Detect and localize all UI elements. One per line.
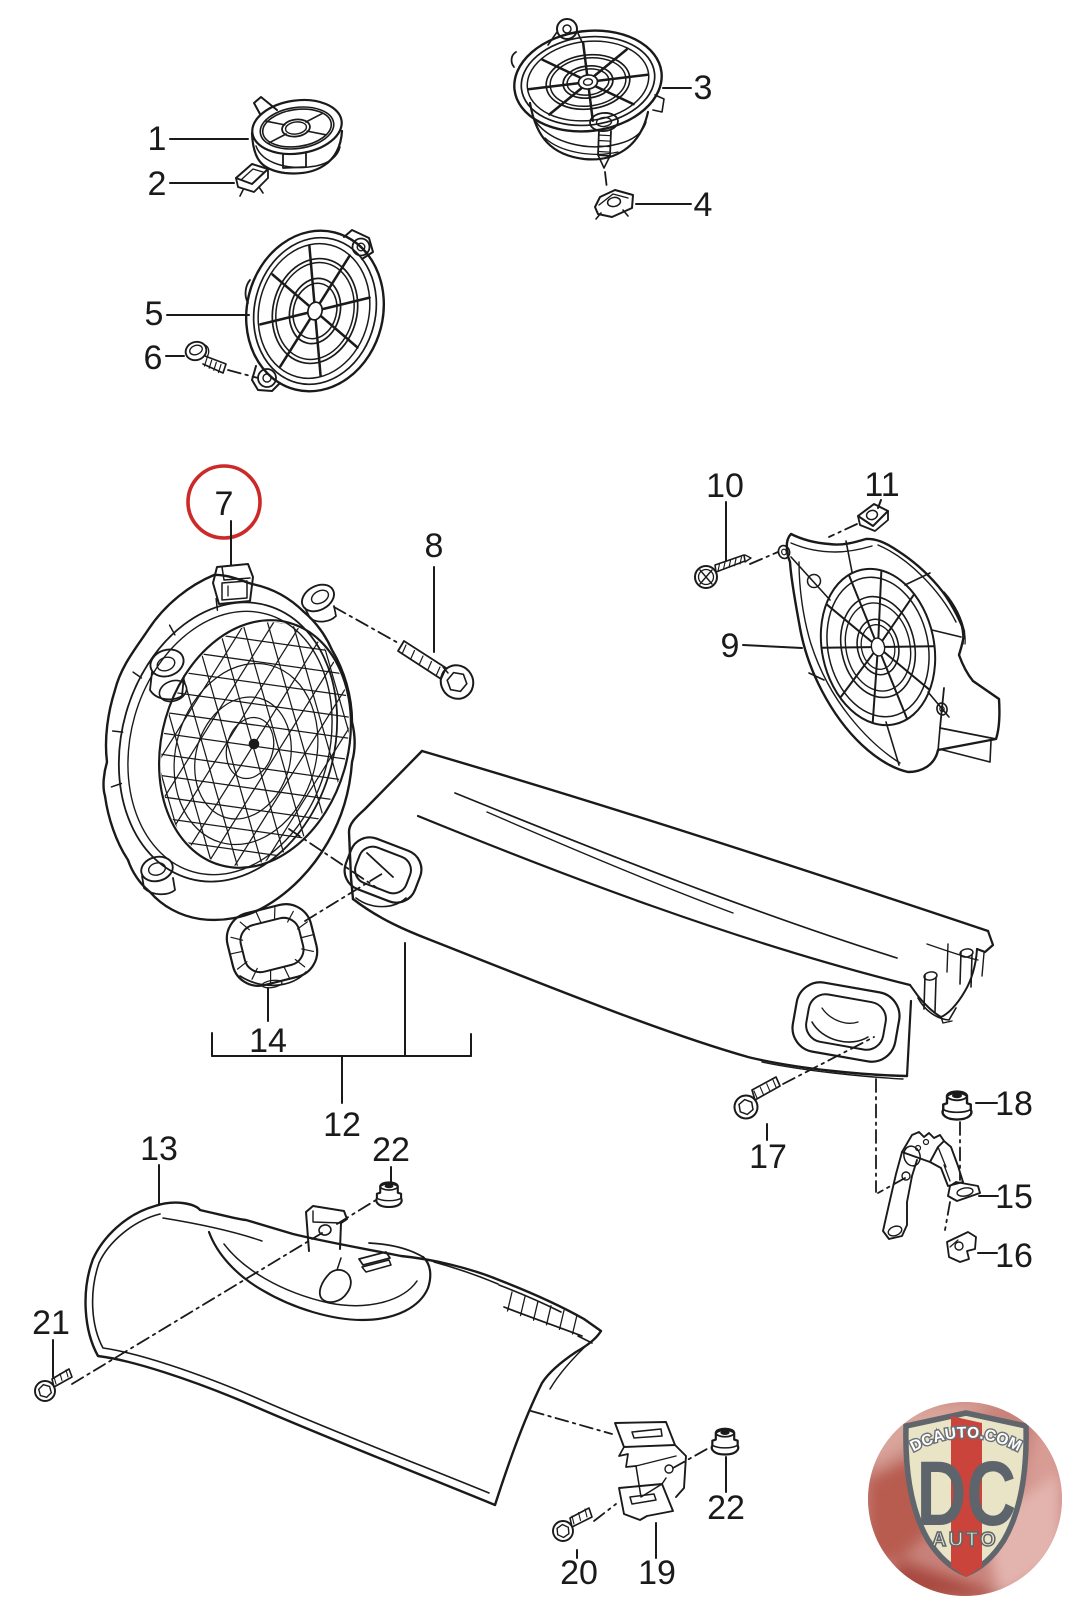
svg-text:22: 22	[372, 1131, 410, 1169]
svg-text:8: 8	[425, 527, 444, 565]
svg-text:2: 2	[148, 165, 167, 203]
svg-text:19: 19	[638, 1554, 676, 1592]
svg-text:9: 9	[721, 627, 740, 665]
svg-text:7: 7	[215, 485, 234, 523]
svg-text:11: 11	[864, 466, 899, 504]
svg-text:21: 21	[32, 1304, 70, 1342]
svg-text:13: 13	[140, 1130, 178, 1168]
svg-text:22: 22	[707, 1489, 745, 1527]
svg-text:12: 12	[323, 1106, 361, 1144]
svg-text:4: 4	[694, 186, 713, 224]
svg-text:AUTO: AUTO	[932, 1529, 998, 1551]
svg-text:18: 18	[995, 1085, 1033, 1123]
svg-text:17: 17	[749, 1138, 787, 1176]
svg-text:14: 14	[249, 1022, 287, 1060]
svg-text:DC: DC	[917, 1442, 1017, 1545]
svg-text:3: 3	[694, 69, 713, 107]
svg-text:15: 15	[995, 1178, 1033, 1216]
svg-text:5: 5	[145, 295, 164, 333]
svg-text:16: 16	[995, 1237, 1033, 1275]
svg-text:6: 6	[144, 339, 163, 377]
svg-text:10: 10	[706, 467, 744, 505]
svg-text:20: 20	[560, 1554, 598, 1592]
svg-text:1: 1	[148, 120, 167, 158]
